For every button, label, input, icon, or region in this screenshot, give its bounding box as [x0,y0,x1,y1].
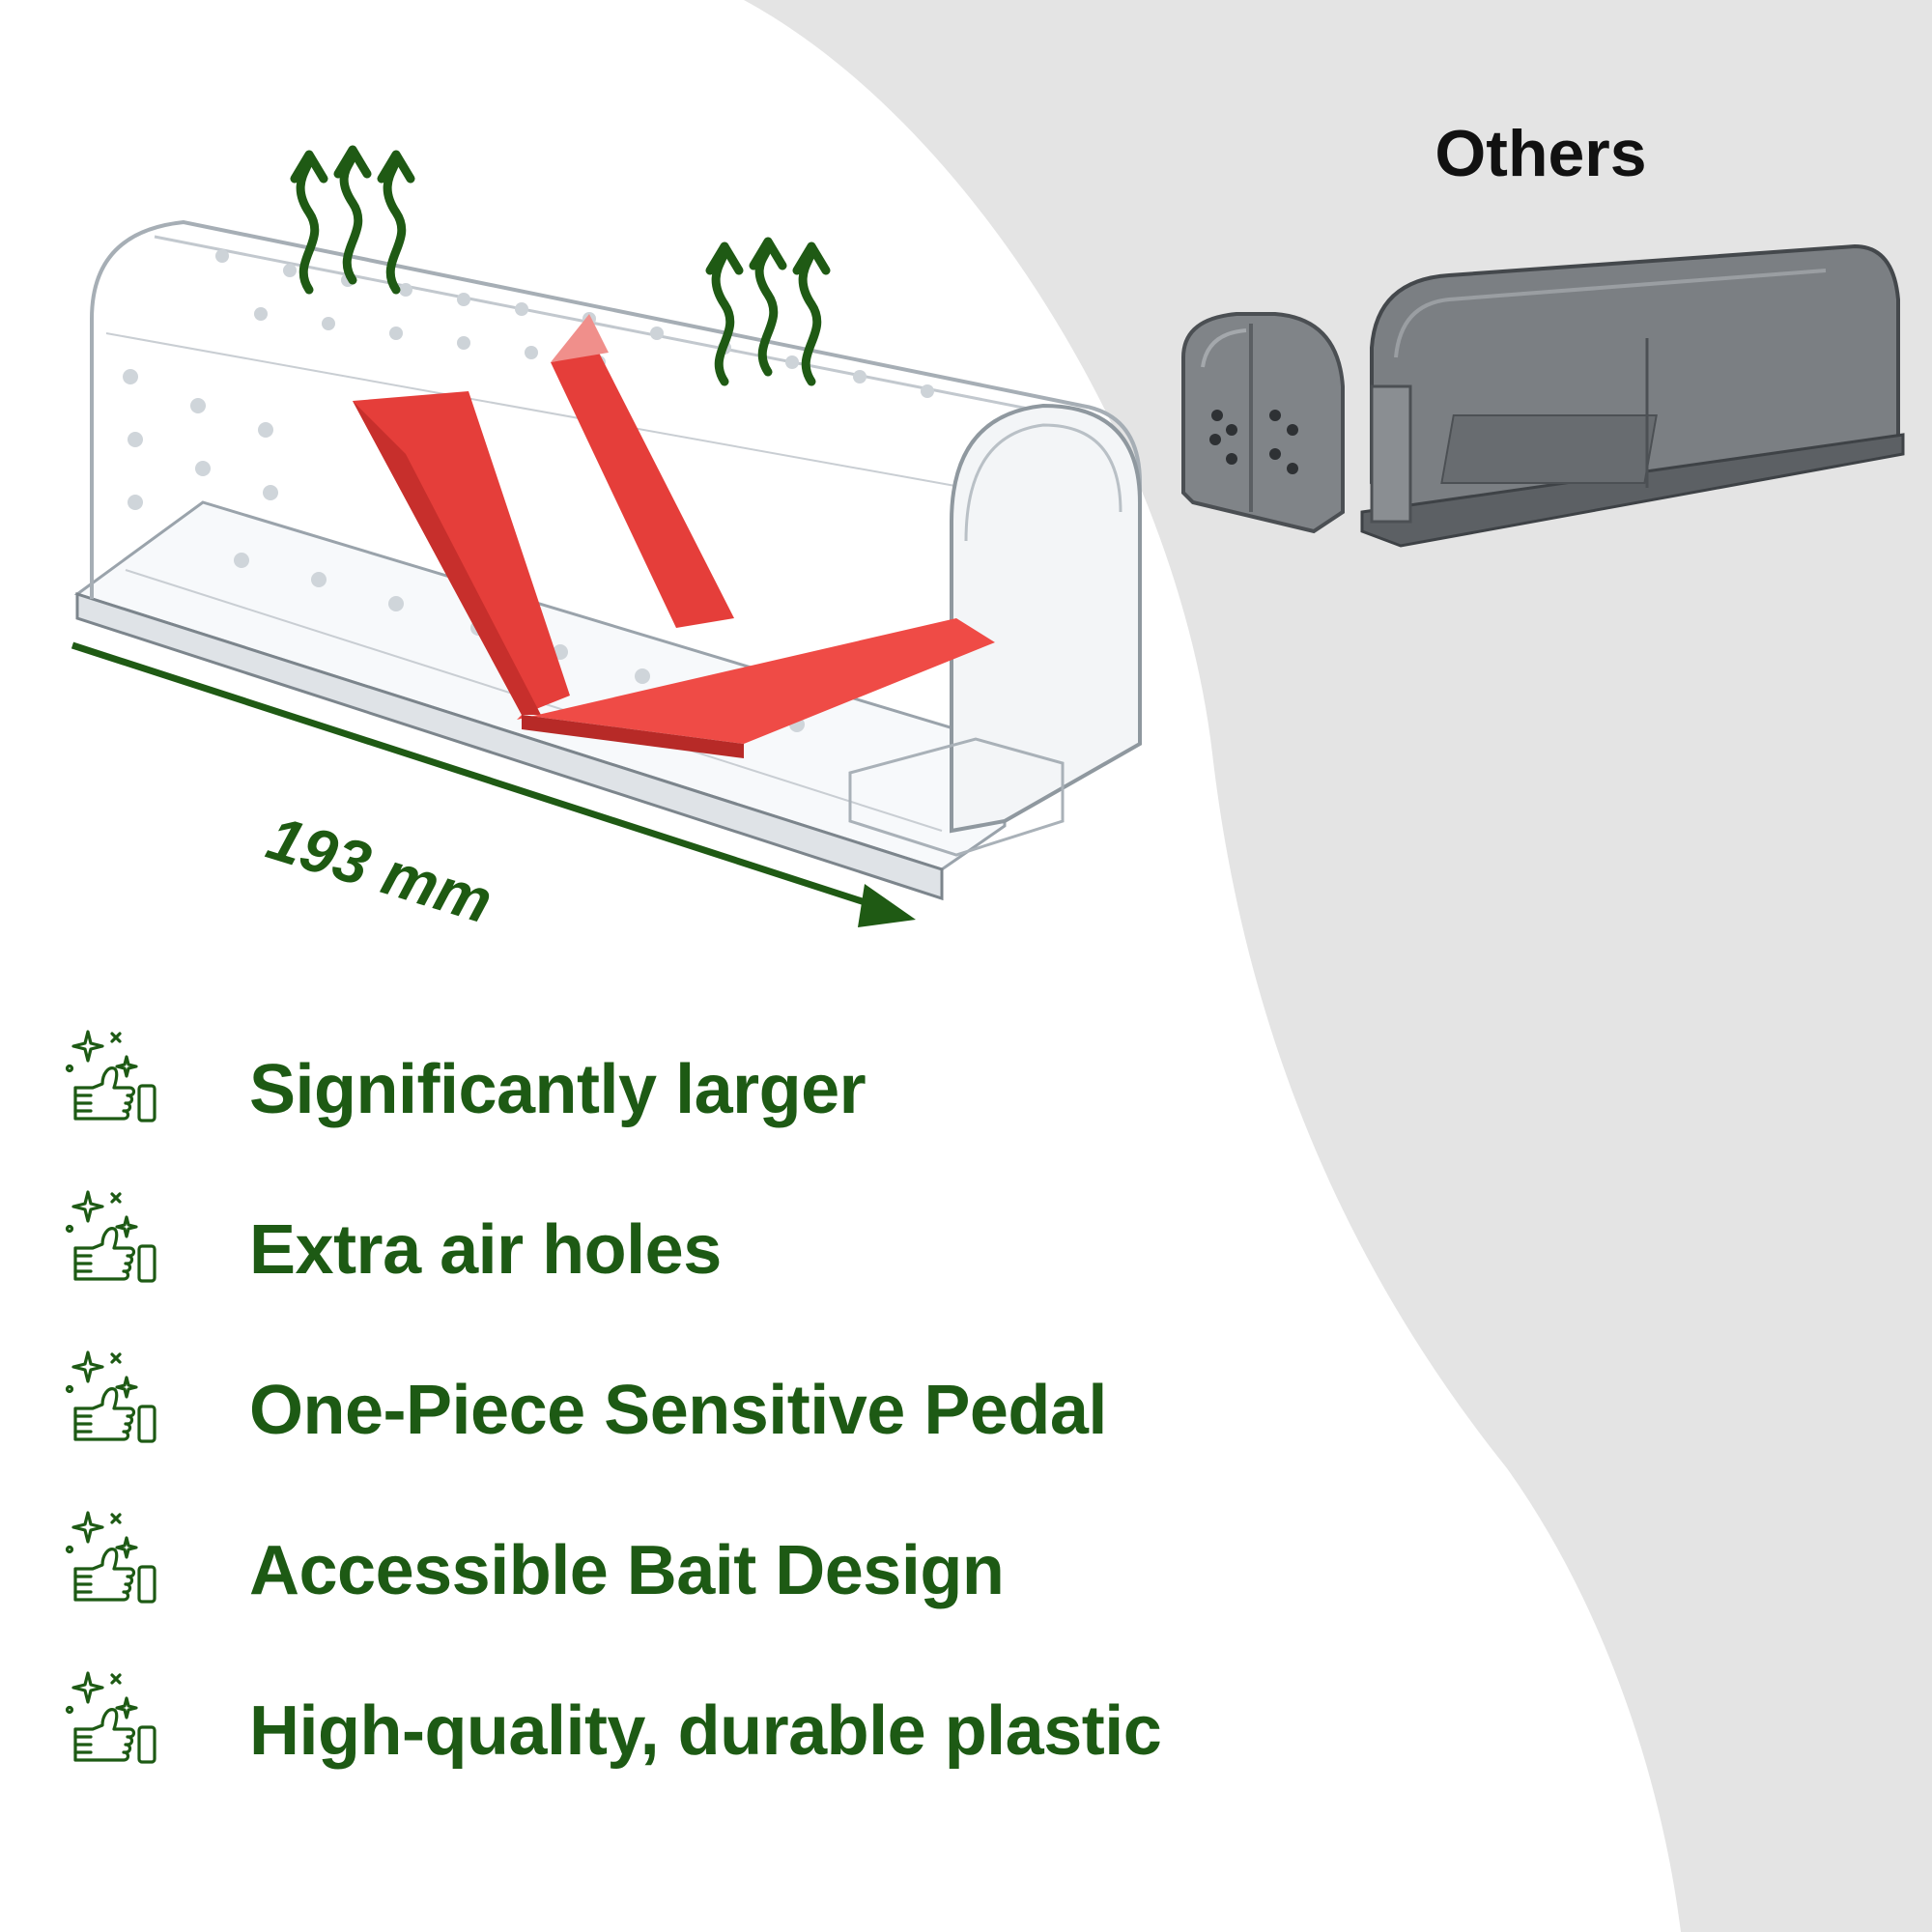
feature-item: High-quality, durable plastic [64,1651,1320,1811]
feature-list: Significantly larger Extra air holes One… [64,1009,1320,1811]
thumbs-up-sparkle-icon [64,1349,160,1459]
others-trap-illustration [1181,243,1905,548]
thumbs-up-sparkle-icon [64,1188,160,1298]
feature-text: One-Piece Sensitive Pedal [249,1372,1107,1449]
feature-item: Significantly larger [64,1009,1320,1170]
thumbs-up-sparkle-icon [64,1028,160,1138]
feature-item: Accessible Bait Design [64,1491,1320,1651]
feature-text: Accessible Bait Design [249,1532,1005,1609]
thumbs-up-sparkle-icon [64,1509,160,1619]
thumbs-up-sparkle-icon [64,1669,160,1779]
others-label: Others [1435,117,1647,190]
feature-item: Extra air holes [64,1170,1320,1330]
clear-trap-illustration [71,145,1142,927]
feature-item: One-Piece Sensitive Pedal [64,1330,1320,1491]
feature-text: Significantly larger [249,1051,867,1128]
feature-text: Extra air holes [249,1211,722,1289]
feature-text: High-quality, durable plastic [249,1692,1162,1770]
